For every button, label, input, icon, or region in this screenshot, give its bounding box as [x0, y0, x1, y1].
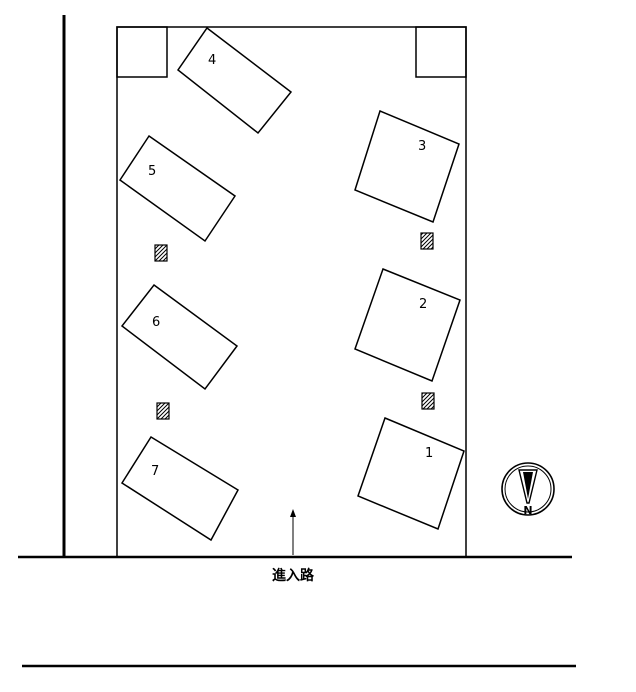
corner-box-left — [116, 26, 168, 78]
entrance-arrow-icon — [290, 509, 296, 555]
parking-space-label: 3 — [418, 139, 426, 154]
hatched-pillar — [420, 232, 434, 250]
parking-space-label: 5 — [148, 164, 156, 179]
parking-space-label: 6 — [152, 315, 160, 330]
parking-space-5: 5 — [118, 134, 237, 243]
hatched-pillar — [156, 402, 170, 420]
parking-lot-outline — [116, 26, 467, 558]
parking-space-6: 6 — [120, 283, 239, 391]
parking-space-label: 4 — [208, 53, 216, 68]
entrance-label: 進入路 — [272, 567, 315, 584]
parking-space-1: 1 — [357, 417, 465, 530]
parking-space-2: 2 — [354, 268, 461, 382]
parking-space-3: 3 — [354, 109, 460, 223]
parking-space-4: 4 — [176, 26, 293, 135]
hatched-pillar — [421, 392, 435, 410]
parking-space-label: 2 — [419, 297, 427, 312]
north-letter: N — [523, 504, 532, 517]
parking-space-7: 7 — [120, 435, 239, 542]
corner-box-right — [415, 26, 467, 78]
hatched-pillar — [154, 244, 168, 262]
north-compass-icon: N — [501, 462, 555, 517]
parking-space-label: 1 — [425, 446, 433, 461]
parking-space-label: 7 — [151, 464, 159, 479]
